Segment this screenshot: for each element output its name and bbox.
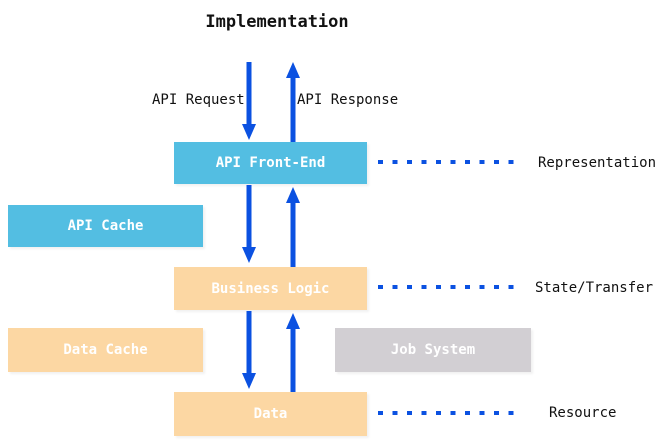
data-cache-box: Data Cache [8, 328, 203, 372]
api-cache-box: API Cache [8, 205, 203, 247]
representation-label: Representation [538, 155, 657, 171]
api-front-end-box: API Front-End [174, 142, 367, 184]
state-transfer-dashed-line [378, 285, 523, 289]
arrow-up-icon [286, 187, 300, 203]
response-arrow-bottom [285, 313, 301, 392]
representation-dashed-line [378, 160, 523, 164]
arrow-down-icon [242, 373, 256, 389]
arrow-down-icon [242, 124, 256, 140]
resource-dashed-line [378, 411, 523, 415]
arrow-down-icon [242, 247, 256, 263]
business-logic-label: Business Logic [211, 280, 330, 297]
api-cache-label: API Cache [67, 218, 144, 234]
resource-label: Resource [549, 405, 617, 421]
business-logic-box: Business Logic [174, 267, 367, 310]
api-response-label: API Response [297, 92, 399, 108]
arrow-shaft [290, 197, 296, 267]
arrow-shaft [246, 311, 252, 379]
diagram-title: Implementation [205, 12, 349, 32]
request-arrow-bottom [241, 311, 257, 389]
data-label: Data [253, 406, 288, 422]
response-arrow-top [285, 62, 301, 142]
data-box: Data [174, 392, 367, 436]
response-arrow-middle [285, 187, 301, 267]
data-cache-label: Data Cache [63, 342, 148, 358]
arrow-shaft [290, 323, 296, 392]
arrow-up-icon [286, 62, 300, 78]
api-request-label: API Request [152, 92, 245, 108]
job-system-label: Job System [390, 342, 476, 358]
arrow-shaft [246, 62, 252, 130]
api-front-end-label: API Front-End [215, 155, 326, 171]
job-system-box: Job System [335, 328, 531, 372]
request-arrow-middle [241, 185, 257, 263]
arrow-shaft [246, 185, 252, 253]
state-transfer-label: State/Transfer [535, 280, 654, 296]
request-arrow-top [241, 62, 257, 140]
arrow-shaft [290, 72, 296, 142]
arrow-up-icon [286, 313, 300, 329]
